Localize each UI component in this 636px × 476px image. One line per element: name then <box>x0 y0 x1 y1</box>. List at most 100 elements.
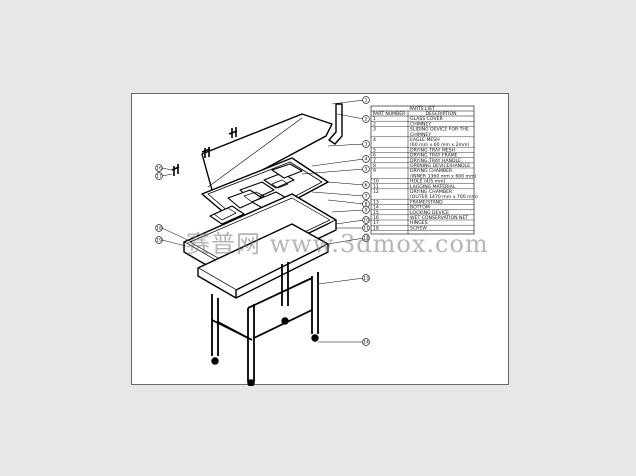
callout-bubble: 12 <box>362 234 370 242</box>
callout-bubble: 14 <box>362 338 370 346</box>
part-number: 13 <box>373 199 379 205</box>
callout-bubble: 4 <box>362 155 370 163</box>
part-description: (INNER 1360 mm x 600 mm) <box>410 173 476 179</box>
solar-dryer-exploded-view <box>171 103 343 386</box>
part-description: HINGES <box>410 220 428 226</box>
part-number: 4 <box>373 137 376 143</box>
part-description: DRYING TRAY HANDLE <box>410 158 461 164</box>
hinge-brackets <box>171 127 238 176</box>
part-description: DRYING TRAY FRAME <box>410 153 458 159</box>
part-description: LOCKING DEVICE <box>410 210 449 216</box>
part-description: GLASS COVER <box>410 116 443 122</box>
chimney <box>328 103 343 145</box>
part-description: SCREW <box>410 225 427 231</box>
col-part-number: PART NUMBER <box>373 111 407 117</box>
part-description: (OUTER 1470 mm x 700 mm) <box>410 194 478 200</box>
part-number: 9 <box>373 168 376 174</box>
callout-bubble: 17 <box>155 172 163 180</box>
part-number: 12 <box>373 189 379 195</box>
parts-list-row: 14 BOTTOM <box>371 205 474 211</box>
parts-list-row: 7 DRYING TRAY HANDLE <box>371 158 474 164</box>
part-number: 1 <box>373 116 376 122</box>
callout-bubble: 13 <box>362 274 370 282</box>
callout-number: 1 <box>365 98 368 104</box>
parts-list-row: 11 LAGGING MATERIAL <box>371 184 474 190</box>
callout-number: 10 <box>363 218 369 224</box>
part-description: (60 mm x 60 mm x 2mm) <box>410 142 469 148</box>
part-number: 17 <box>373 220 379 226</box>
part-number: 3 <box>373 127 376 133</box>
part-description: CHIMNEY <box>410 121 431 127</box>
callout-number: 16 <box>156 166 162 172</box>
callout-bubble: 6 <box>362 181 370 189</box>
callout-number: 18 <box>156 226 162 232</box>
callout-number: 19 <box>156 238 162 244</box>
parts-list-row: 4 EAGLE MESH(60 mm x 60 mm x 2mm) <box>371 137 474 148</box>
callout-bubble: 10 <box>362 216 370 224</box>
part-description: OPENING DEVICE/HANDLE <box>410 163 470 169</box>
part-number: 16 <box>373 215 379 221</box>
callout-bubble: 7 <box>362 192 370 200</box>
parts-list-row: 8 OPENING DEVICE/HANDLE <box>371 163 474 169</box>
callout-number: 11 <box>363 226 369 232</box>
part-number: 7 <box>373 158 376 164</box>
callout-number: 7 <box>365 194 368 200</box>
drying-trays <box>209 163 303 225</box>
callout-number: 6 <box>365 183 368 189</box>
parts-list-row: 15 LOCKING DEVICE <box>371 210 474 216</box>
parts-list-row: 6 DRYING TRAY FRAME <box>371 153 474 159</box>
callout-number: 13 <box>363 276 369 282</box>
callout-bubble: 11 <box>362 224 370 232</box>
watermark: 赛普网 www.3dmox.com <box>186 230 489 258</box>
callout-number: 17 <box>156 174 162 180</box>
part-description: SLIDING DEVICE FOR THE <box>410 127 469 133</box>
part-number: 6 <box>373 153 376 159</box>
parts-list-row: 16 WET CONSERVATION NET <box>371 215 474 221</box>
frame-stand <box>211 262 319 382</box>
callout-number: 12 <box>363 236 369 242</box>
parts-list-row: 5 DRYING TRAY MESH <box>371 147 474 153</box>
callout-number: 9 <box>365 208 368 214</box>
callout-bubble: 19 <box>155 236 163 244</box>
parts-list-row: 1 GLASS COVER <box>371 116 474 122</box>
stand-feet <box>211 317 319 386</box>
part-description: DRYING CHAMBER <box>410 189 453 195</box>
callout-number: 14 <box>363 340 369 346</box>
part-number: 10 <box>373 179 379 185</box>
part-number: 2 <box>373 121 376 127</box>
part-description: HOLE (4/5 mm) <box>410 179 446 185</box>
callout-bubble: 18 <box>155 224 163 232</box>
part-description: CHIMNEY <box>410 132 431 138</box>
callout-bubble: 9 <box>362 206 370 214</box>
part-description: LAGGING MATERIAL <box>410 184 456 190</box>
part-description: EAGLE MESH <box>410 137 440 143</box>
callout-bubble: 2 <box>362 115 370 123</box>
parts-list-row: 13 FRAME/STAND <box>371 199 474 205</box>
part-description: WET CONSERVATION NET <box>410 215 468 221</box>
col-description: DESCRIPTION <box>425 111 456 117</box>
callout-number: 3 <box>365 142 368 148</box>
part-number: 15 <box>373 210 379 216</box>
callout-bubble: 1 <box>362 96 370 104</box>
callout-number: 4 <box>365 157 368 163</box>
callout-bubble: 5 <box>362 165 370 173</box>
part-number: 5 <box>373 147 376 153</box>
parts-list-row: 12 DRYING CHAMBER(OUTER 1470 mm x 700 mm) <box>371 189 478 200</box>
part-number: 11 <box>373 184 379 190</box>
callout-number: 5 <box>365 167 368 173</box>
callout-bubble: 3 <box>362 140 370 148</box>
part-description: DRYING TRAY MESH <box>410 147 455 153</box>
leader-lines <box>161 99 365 343</box>
parts-list-row: 10 HOLE (4/5 mm) <box>371 179 474 185</box>
part-number: 14 <box>373 205 379 211</box>
part-description: BOTTOM <box>410 205 430 211</box>
part-number: 8 <box>373 163 376 169</box>
part-description: FRAME/STAND <box>410 199 443 205</box>
